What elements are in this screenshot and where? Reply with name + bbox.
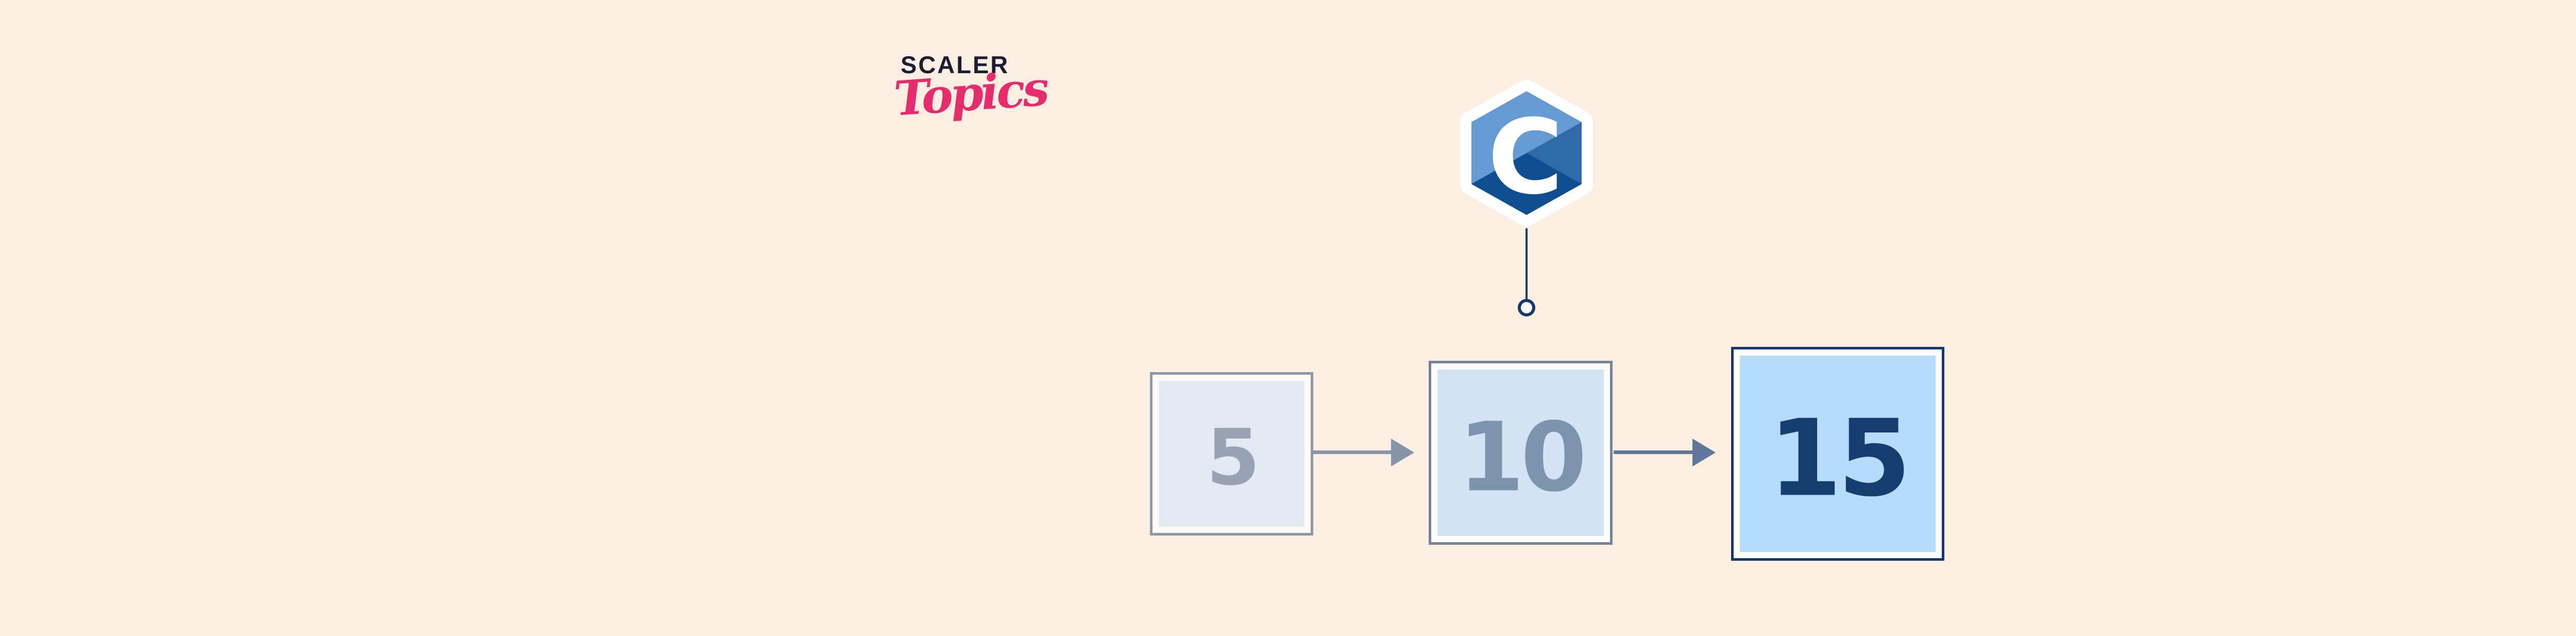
right-arrow-icon [1614,439,1716,466]
box-fill: 15 [1740,356,1936,552]
c-language-logo-icon: C [1460,80,1593,316]
connector-dot [1518,299,1535,316]
brand-sub: Topics [892,60,1048,127]
box-fill: 5 [1159,381,1304,527]
scaler-topics-logo: SCALER Topics [892,51,1048,127]
right-arrow-icon [1312,439,1414,466]
box-fill: 10 [1437,370,1604,536]
value-box: 10 [1429,361,1613,545]
value-box: 5 [1150,372,1313,535]
box-value: 15 [1768,397,1911,521]
c-logo-letter: C [1488,97,1564,217]
brand-name: SCALER [901,51,1010,78]
value-box: 15 [1731,347,1944,561]
box-value: 5 [1206,413,1260,503]
c-logo-face-light [1471,91,1582,184]
box-value: 10 [1458,401,1587,513]
